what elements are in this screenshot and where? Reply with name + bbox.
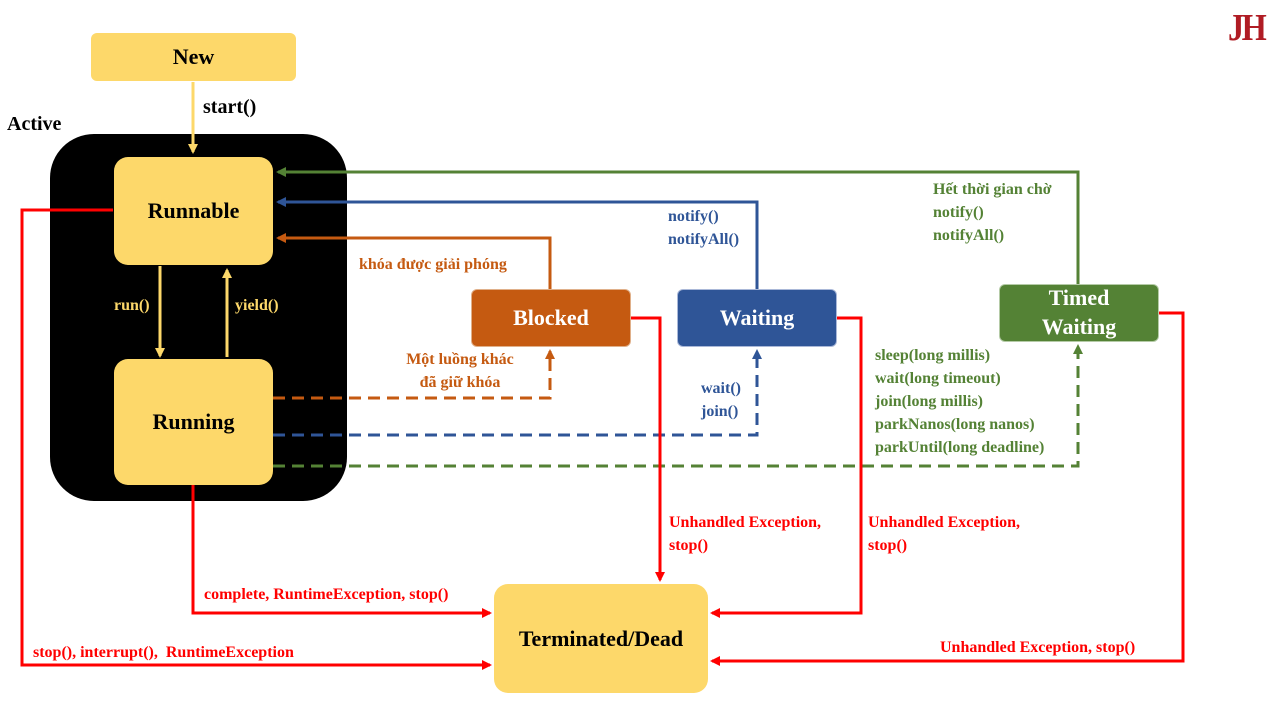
state-timed-waiting-line2: Waiting — [1041, 314, 1117, 339]
label-blocked-exception: Unhandled Exception, stop() — [669, 511, 821, 557]
label-yield: yield() — [235, 297, 279, 314]
state-runnable-label: Runnable — [147, 198, 240, 223]
label-notify-waiting: notify() notifyAll() — [668, 205, 739, 251]
arrow-timed-to-runnable — [276, 167, 1080, 285]
label-timed-enter-line4: parkNanos(long nanos) — [875, 416, 1035, 433]
label-timed-return-line3: notifyAll() — [933, 227, 1005, 244]
label-wait-join-line1: wait() — [701, 380, 741, 397]
state-new-label: New — [172, 44, 215, 69]
state-timed-waiting: Timed Waiting — [999, 284, 1159, 342]
state-running: Running — [114, 359, 273, 485]
label-waiting-exception-line2: stop() — [868, 537, 908, 554]
arrow-running-to-waiting — [273, 349, 762, 437]
state-blocked-label: Blocked — [513, 304, 589, 330]
label-blocked-exception-line1: Unhandled Exception, — [669, 514, 822, 531]
label-run: run() — [114, 297, 150, 314]
label-timed-enter-line5: parkUntil(long deadline) — [875, 439, 1045, 456]
label-lock-released: khóa được giải phóng — [359, 256, 507, 273]
label-waiting-exception-line1: Unhandled Exception, — [868, 514, 1021, 531]
label-runnable-stop: stop(), interrupt(), RuntimeException — [33, 644, 294, 661]
arrow-timed-to-terminated — [710, 311, 1185, 666]
label-lock-held-line1: Một luồng khác — [406, 351, 514, 368]
label-timed-return-line2: notify() — [933, 204, 984, 221]
state-terminated-label: Terminated/Dead — [518, 625, 684, 651]
active-group-label: Active — [7, 113, 62, 135]
arrow-running-to-blocked — [273, 349, 555, 400]
arrow-running-to-terminated — [191, 485, 492, 618]
label-timed-return: Hết thời gian chờ notify() notifyAll() — [933, 178, 1052, 247]
arrow-running-to-timed — [273, 344, 1083, 468]
label-notify-waiting-line2: notifyAll() — [668, 231, 740, 248]
state-running-label: Running — [152, 409, 235, 434]
jh-logo: JH — [1228, 7, 1267, 49]
label-lock-held: Một luồng khác đã giữ khóa — [389, 348, 531, 394]
state-terminated: Terminated/Dead — [494, 584, 708, 693]
arrow-runnable-to-terminated — [20, 208, 492, 670]
label-timed-enter-line3: join(long millis) — [875, 393, 984, 410]
state-timed-waiting-line1: Timed — [1048, 285, 1110, 311]
label-waiting-exception: Unhandled Exception, stop() — [868, 511, 1020, 557]
label-blocked-exception-line2: stop() — [669, 537, 709, 554]
label-lock-held-line2: đã giữ khóa — [419, 374, 501, 391]
state-blocked: Blocked — [471, 289, 631, 347]
label-timed-enter-line2: wait(long timeout) — [875, 370, 1001, 387]
arrow-waiting-to-runnable — [276, 197, 759, 289]
label-wait-join: wait() join() — [701, 377, 741, 423]
label-running-complete: complete, RuntimeException, stop() — [204, 586, 449, 603]
arrow-blocked-to-runnable — [276, 233, 552, 289]
label-wait-join-line2: join() — [701, 403, 739, 420]
arrow-blocked-to-terminated — [631, 316, 665, 582]
label-start: start() — [203, 96, 257, 118]
state-waiting: Waiting — [677, 289, 837, 347]
label-timed-enter: sleep(long millis) wait(long timeout) jo… — [875, 344, 1044, 459]
state-runnable: Runnable — [114, 157, 273, 265]
label-timed-enter-line1: sleep(long millis) — [875, 347, 991, 364]
state-new: New — [91, 33, 296, 81]
label-notify-waiting-line1: notify() — [668, 208, 719, 225]
label-timed-exception: Unhandled Exception, stop() — [940, 639, 1136, 656]
label-timed-return-line1: Hết thời gian chờ — [933, 181, 1052, 198]
state-waiting-label: Waiting — [719, 304, 795, 330]
arrow-waiting-to-terminated — [710, 316, 863, 618]
